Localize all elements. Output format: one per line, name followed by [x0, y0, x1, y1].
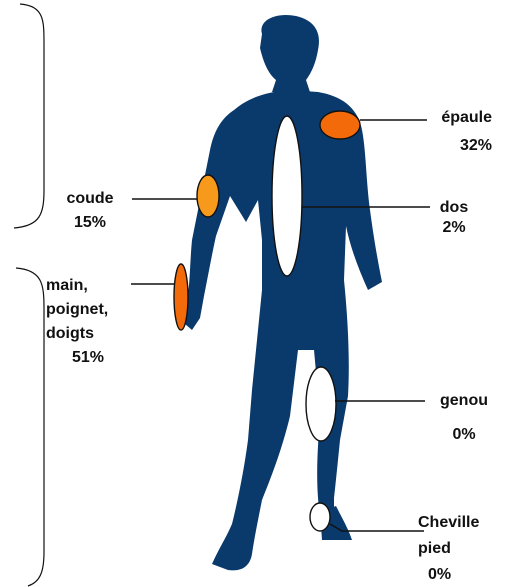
ankle-marker [310, 503, 330, 531]
hand-marker [174, 264, 188, 330]
hand-name-line2: poignet, [46, 300, 108, 320]
knee-name: genou [428, 391, 500, 411]
shoulder-marker [320, 111, 360, 139]
hand-name-line1: main, [46, 276, 108, 296]
back-marker [272, 116, 302, 276]
elbow-value: 15% [50, 213, 130, 233]
shoulder-label: épaule 32% [441, 108, 492, 156]
back-value: 2% [434, 218, 474, 238]
hand-name-line3: doigts [46, 324, 108, 344]
shoulder-name: épaule [441, 108, 492, 128]
back-name: dos [434, 198, 474, 218]
ankle-name-line1: Cheville [418, 513, 479, 533]
elbow-label: coude 15% [50, 189, 130, 233]
body-silhouette [176, 15, 382, 570]
hand-value: 51% [46, 348, 108, 368]
ankle-name-line2: pied [418, 539, 479, 559]
knee-value: 0% [428, 425, 500, 445]
ankle-value: 0% [418, 565, 479, 585]
hand-label: main, poignet, doigts 51% [46, 276, 108, 368]
shoulder-value: 32% [441, 136, 492, 156]
lower-group-brace [16, 268, 44, 586]
upper-group-brace [14, 4, 44, 228]
knee-marker [306, 367, 336, 441]
back-label: dos 2% [434, 198, 474, 238]
knee-label: genou 0% [428, 391, 500, 445]
ankle-label: Cheville pied 0% [418, 513, 479, 585]
elbow-name: coude [50, 189, 130, 209]
elbow-marker [197, 175, 219, 217]
